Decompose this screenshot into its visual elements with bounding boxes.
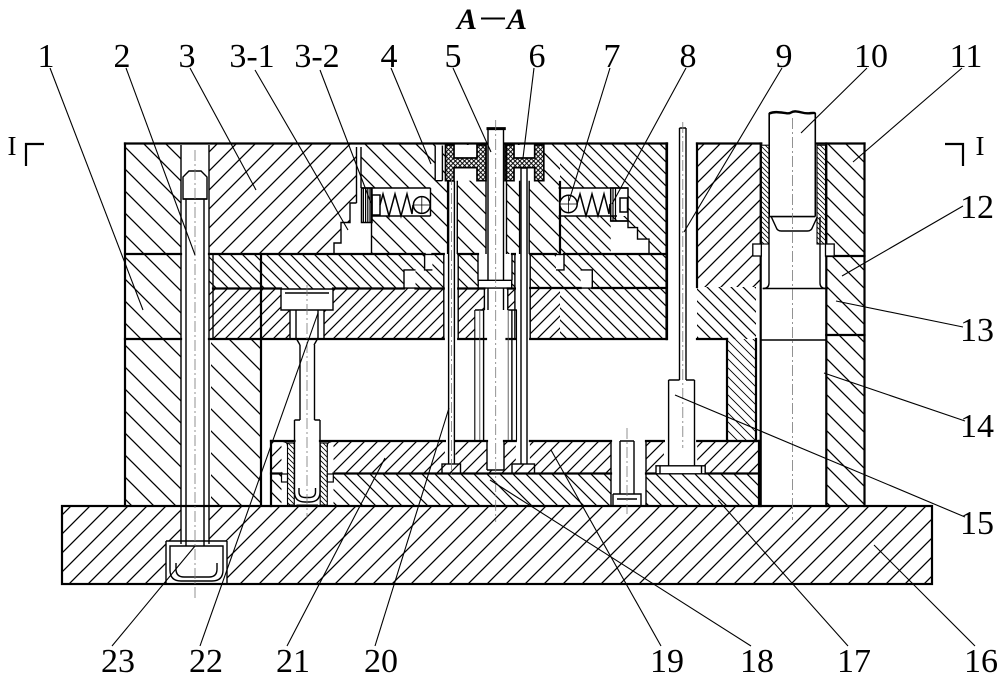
svg-text:14: 14 <box>960 408 994 445</box>
svg-text:21: 21 <box>276 643 310 677</box>
svg-text:A: A <box>505 3 527 36</box>
svg-text:7: 7 <box>604 38 621 75</box>
svg-text:12: 12 <box>960 189 994 226</box>
svg-text:10: 10 <box>854 38 888 75</box>
svg-text:A: A <box>455 3 477 36</box>
svg-text:11: 11 <box>950 38 983 75</box>
svg-text:I: I <box>976 131 985 161</box>
svg-text:6: 6 <box>529 38 546 75</box>
svg-text:20: 20 <box>364 643 398 677</box>
svg-text:1: 1 <box>38 38 55 75</box>
svg-text:9: 9 <box>776 38 793 75</box>
svg-text:4: 4 <box>381 38 398 75</box>
svg-text:18: 18 <box>740 643 774 677</box>
svg-text:16: 16 <box>964 643 998 677</box>
svg-text:19: 19 <box>650 643 684 677</box>
svg-text:3: 3 <box>179 38 196 75</box>
svg-text:3-1: 3-1 <box>229 38 274 75</box>
svg-text:8: 8 <box>680 38 697 75</box>
svg-text:3-2: 3-2 <box>294 38 339 75</box>
svg-text:2: 2 <box>114 38 131 75</box>
svg-text:5: 5 <box>445 38 462 75</box>
svg-text:13: 13 <box>960 312 994 349</box>
svg-text:I: I <box>8 131 17 161</box>
svg-text:15: 15 <box>960 505 994 542</box>
svg-text:22: 22 <box>189 643 223 677</box>
svg-text:23: 23 <box>101 643 135 677</box>
svg-text:17: 17 <box>837 643 871 677</box>
